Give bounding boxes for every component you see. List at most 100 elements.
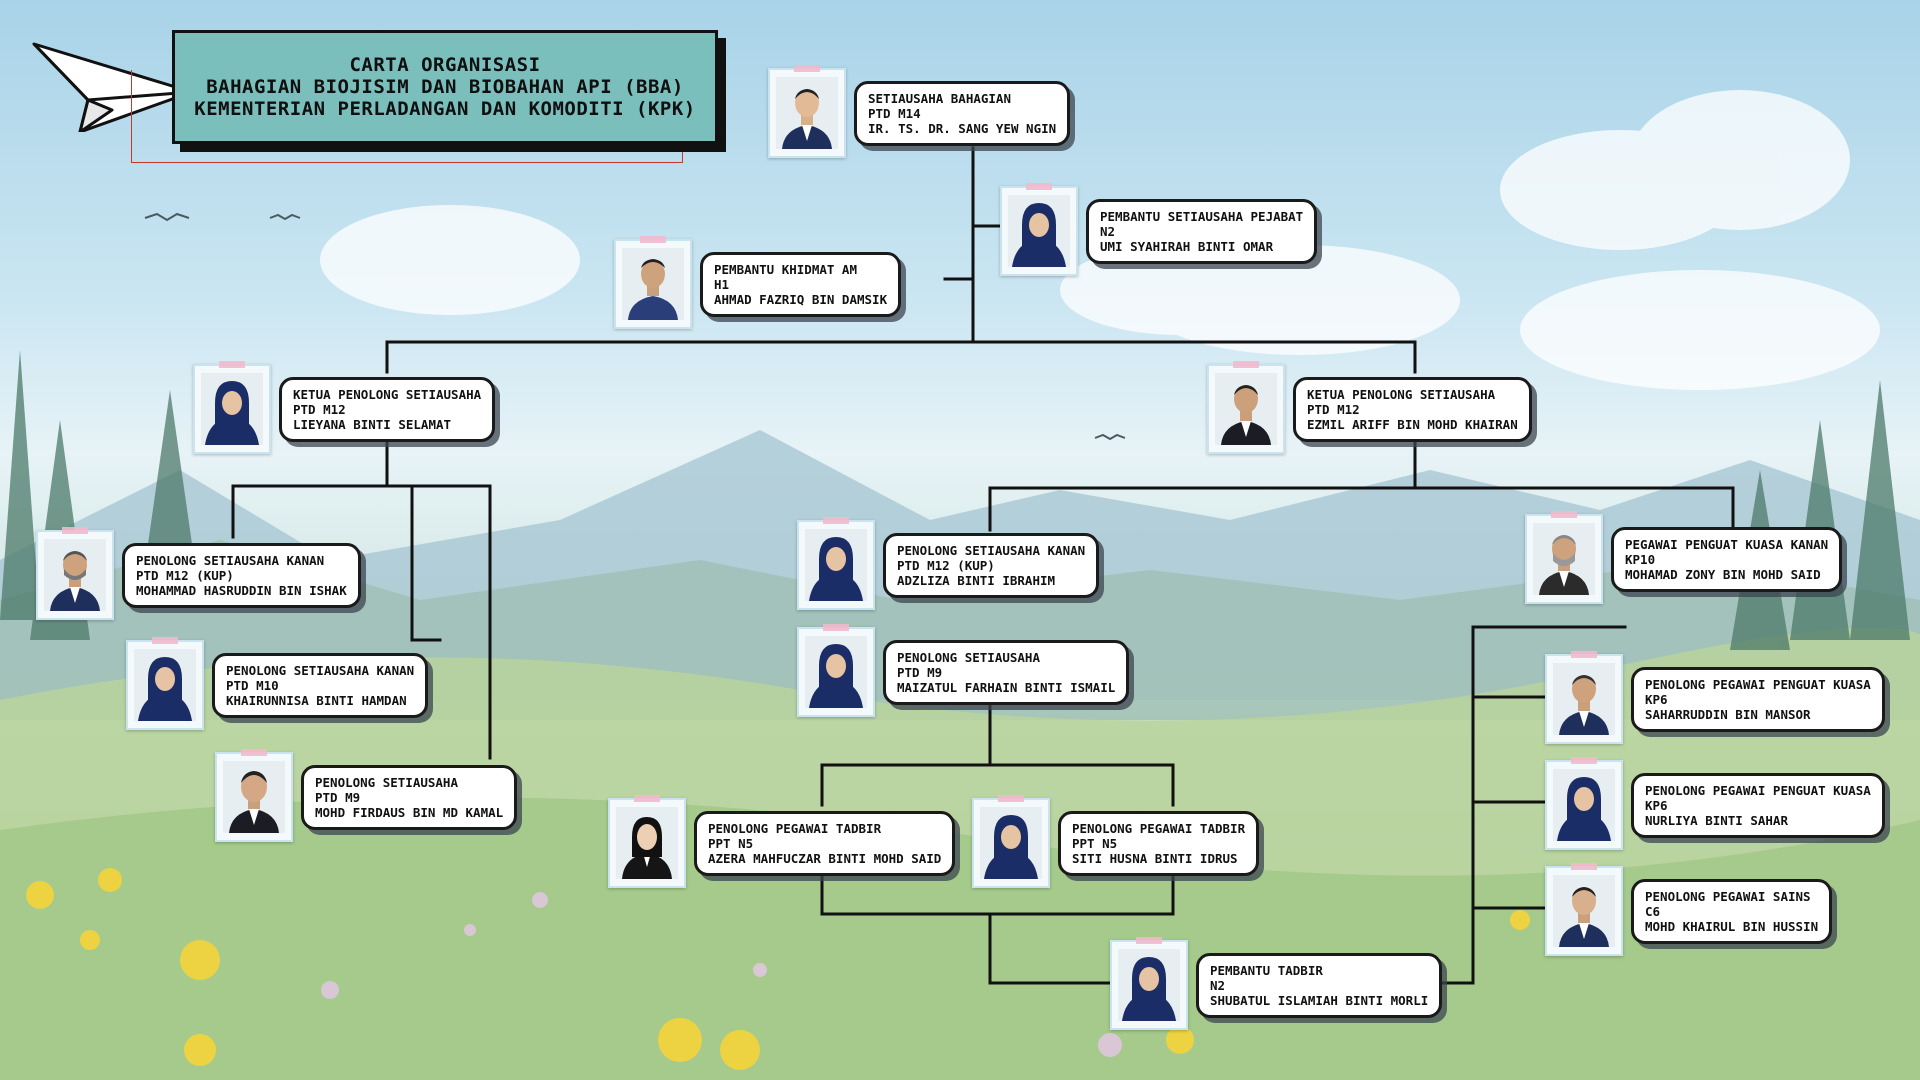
node-name: LIEYANA BINTI SELAMAT — [293, 416, 452, 432]
staff-photo — [614, 236, 692, 329]
person-man-icon — [622, 248, 684, 320]
org-node-penolong-setiausaha-kanan-3[interactable]: PENOLONG SETIAUSAHA KANAN PTD M12 (KUP) … — [797, 517, 1100, 610]
node-label-box: PENOLONG SETIAUSAHA PTD M9 MAIZATUL FARH… — [883, 639, 1130, 705]
node-title: PEMBANTU KHIDMAT AM — [714, 261, 857, 277]
node-label-box: KETUA PENOLONG SETIAUSAHA PTD M12 LIEYAN… — [279, 376, 496, 442]
org-node-penolong-pegawai-tadbir-2[interactable]: PENOLONG PEGAWAI TADBIR PPT N5 SITI HUSN… — [972, 795, 1260, 888]
title-line-1: CARTA ORGANISASI — [349, 54, 541, 76]
staff-photo — [1525, 511, 1603, 604]
org-node-setiausaha-bahagian[interactable]: SETIAUSAHA BAHAGIAN PTD M14 IR. TS. DR. … — [768, 65, 1071, 158]
node-name: NURLIYA BINTI SAHAR — [1645, 812, 1788, 828]
node-label-box: PENOLONG PEGAWAI SAINS C6 MOHD KHAIRUL B… — [1631, 878, 1833, 944]
node-title: PEMBANTU TADBIR — [1210, 962, 1323, 978]
person-man-icon — [1553, 663, 1615, 735]
org-node-penolong-setiausaha-kanan-2[interactable]: PENOLONG SETIAUSAHA KANAN PTD M10 KHAIRU… — [126, 637, 429, 730]
node-name: MOHD FIRDAUS BIN MD KAMAL — [315, 804, 504, 820]
node-grade: C6 — [1645, 903, 1661, 919]
node-title: PENOLONG SETIAUSAHA — [315, 774, 458, 790]
org-node-penolong-setiausaha-kanan-1[interactable]: PENOLONG SETIAUSAHA KANAN PTD M12 (KUP) … — [36, 527, 361, 620]
node-name: KHAIRUNNISA BINTI HAMDAN — [226, 692, 407, 708]
org-node-penolong-pegawai-sains[interactable]: PENOLONG PEGAWAI SAINS C6 MOHD KHAIRUL B… — [1545, 863, 1833, 956]
node-label-box: PENOLONG SETIAUSAHA KANAN PTD M10 KHAIRU… — [212, 652, 429, 718]
node-name: MOHAMAD ZONY BIN MOHD SAID — [1625, 566, 1821, 582]
node-name: MAIZATUL FARHAIN BINTI ISMAIL — [897, 679, 1116, 695]
node-title: PENOLONG PEGAWAI PENGUAT KUASA — [1645, 782, 1871, 798]
node-grade: PTD M12 — [1307, 401, 1360, 417]
staff-photo — [797, 624, 875, 717]
staff-photo — [1110, 937, 1188, 1030]
node-name: SITI HUSNA BINTI IDRUS — [1072, 850, 1238, 866]
node-label-box: SETIAUSAHA BAHAGIAN PTD M14 IR. TS. DR. … — [854, 80, 1071, 146]
node-name: UMI SYAHIRAH BINTI OMAR — [1100, 238, 1274, 254]
node-grade: N2 — [1210, 977, 1226, 993]
org-node-pegawai-penguat-kuasa-kanan[interactable]: PEGAWAI PENGUAT KUASA KANAN KP10 MOHAMAD… — [1525, 511, 1843, 604]
node-name: SHUBATUL ISLAMIAH BINTI MORLI — [1210, 992, 1429, 1008]
staff-photo — [1545, 651, 1623, 744]
org-node-ketua-penolong-setiausaha-1[interactable]: KETUA PENOLONG SETIAUSAHA PTD M12 LIEYAN… — [193, 361, 496, 454]
staff-photo — [797, 517, 875, 610]
person-man-icon — [1533, 523, 1595, 595]
staff-photo — [1545, 757, 1623, 850]
staff-photo — [972, 795, 1050, 888]
person-woman-icon — [134, 649, 196, 721]
node-name: MOHAMMAD HASRUDDIN BIN ISHAK — [136, 582, 347, 598]
person-woman-icon — [1008, 195, 1070, 267]
org-node-penolong-setiausaha-2[interactable]: PENOLONG SETIAUSAHA PTD M9 MAIZATUL FARH… — [797, 624, 1130, 717]
node-title: PENOLONG PEGAWAI TADBIR — [708, 820, 882, 836]
node-label-box: PENOLONG PEGAWAI TADBIR PPT N5 SITI HUSN… — [1058, 810, 1260, 876]
person-woman-icon — [1118, 949, 1180, 1021]
node-name: SAHARRUDDIN BIN MANSOR — [1645, 706, 1811, 722]
org-node-pembantu-setiausaha-pejabat[interactable]: PEMBANTU SETIAUSAHA PEJABAT N2 UMI SYAHI… — [1000, 183, 1318, 276]
title-line-2: BAHAGIAN BIOJISIM DAN BIOBAHAN API (BBA) — [206, 76, 684, 98]
node-title: KETUA PENOLONG SETIAUSAHA — [293, 386, 482, 402]
person-woman-icon — [805, 529, 867, 601]
person-man-icon — [223, 761, 285, 833]
org-node-pembantu-tadbir[interactable]: PEMBANTU TADBIR N2 SHUBATUL ISLAMIAH BIN… — [1110, 937, 1443, 1030]
node-title: PEMBANTU SETIAUSAHA PEJABAT — [1100, 208, 1304, 224]
node-label-box: PENOLONG SETIAUSAHA PTD M9 MOHD FIRDAUS … — [301, 764, 518, 830]
node-label-box: PEMBANTU TADBIR N2 SHUBATUL ISLAMIAH BIN… — [1196, 952, 1443, 1018]
node-grade: PTD M12 — [293, 401, 346, 417]
node-title: PENOLONG PEGAWAI SAINS — [1645, 888, 1811, 904]
node-grade: KP6 — [1645, 691, 1668, 707]
node-grade: PTD M9 — [315, 789, 361, 805]
staff-photo — [608, 795, 686, 888]
node-grade: PTD M12 (KUP) — [897, 557, 995, 573]
staff-photo — [1545, 863, 1623, 956]
node-label-box: PENOLONG SETIAUSAHA KANAN PTD M12 (KUP) … — [122, 542, 361, 608]
person-woman-icon — [805, 636, 867, 708]
node-grade: H1 — [714, 276, 730, 292]
node-grade: N2 — [1100, 223, 1116, 239]
org-node-penolong-pegawai-tadbir-1[interactable]: PENOLONG PEGAWAI TADBIR PPT N5 AZERA MAH… — [608, 795, 956, 888]
staff-photo — [36, 527, 114, 620]
node-name: EZMIL ARIFF BIN MOHD KHAIRAN — [1307, 416, 1518, 432]
org-node-ketua-penolong-setiausaha-2[interactable]: KETUA PENOLONG SETIAUSAHA PTD M12 EZMIL … — [1207, 361, 1532, 454]
staff-photo — [193, 361, 271, 454]
node-label-box: PENOLONG SETIAUSAHA KANAN PTD M12 (KUP) … — [883, 532, 1100, 598]
node-grade: KP6 — [1645, 797, 1668, 813]
org-node-penolong-pegawai-penguat-kuasa-2[interactable]: PENOLONG PEGAWAI PENGUAT KUASA KP6 NURLI… — [1545, 757, 1885, 850]
node-title: PENOLONG PEGAWAI TADBIR — [1072, 820, 1246, 836]
node-title: PENOLONG SETIAUSAHA — [897, 649, 1040, 665]
org-node-penolong-setiausaha-1[interactable]: PENOLONG SETIAUSAHA PTD M9 MOHD FIRDAUS … — [215, 749, 518, 842]
node-title: PENOLONG SETIAUSAHA KANAN — [897, 542, 1086, 558]
node-grade: PTD M9 — [897, 664, 943, 680]
node-title: SETIAUSAHA BAHAGIAN — [868, 90, 1011, 106]
node-label-box: PEMBANTU KHIDMAT AM H1 AHMAD FAZRIQ BIN … — [700, 251, 902, 317]
title-line-3: KEMENTERIAN PERLADANGAN DAN KOMODITI (KP… — [194, 98, 696, 120]
staff-photo — [126, 637, 204, 730]
node-name: AZERA MAHFUCZAR BINTI MOHD SAID — [708, 850, 942, 866]
node-grade: PTD M12 (KUP) — [136, 567, 234, 583]
node-grade: PTD M14 — [868, 105, 921, 121]
node-title: PEGAWAI PENGUAT KUASA KANAN — [1625, 536, 1829, 552]
node-label-box: PEMBANTU SETIAUSAHA PEJABAT N2 UMI SYAHI… — [1086, 198, 1318, 264]
node-grade: PTD M10 — [226, 677, 279, 693]
person-woman-icon — [1553, 769, 1615, 841]
person-man-icon — [1553, 875, 1615, 947]
node-label-box: PENOLONG PEGAWAI PENGUAT KUASA KP6 NURLI… — [1631, 772, 1885, 838]
person-woman-icon — [980, 807, 1042, 879]
chart-title-banner: CARTA ORGANISASI BAHAGIAN BIOJISIM DAN B… — [172, 30, 718, 144]
staff-photo — [768, 65, 846, 158]
org-node-penolong-pegawai-penguat-kuasa-1[interactable]: PENOLONG PEGAWAI PENGUAT KUASA KP6 SAHAR… — [1545, 651, 1885, 744]
org-node-pembantu-khidmat-am[interactable]: PEMBANTU KHIDMAT AM H1 AHMAD FAZRIQ BIN … — [614, 236, 902, 329]
